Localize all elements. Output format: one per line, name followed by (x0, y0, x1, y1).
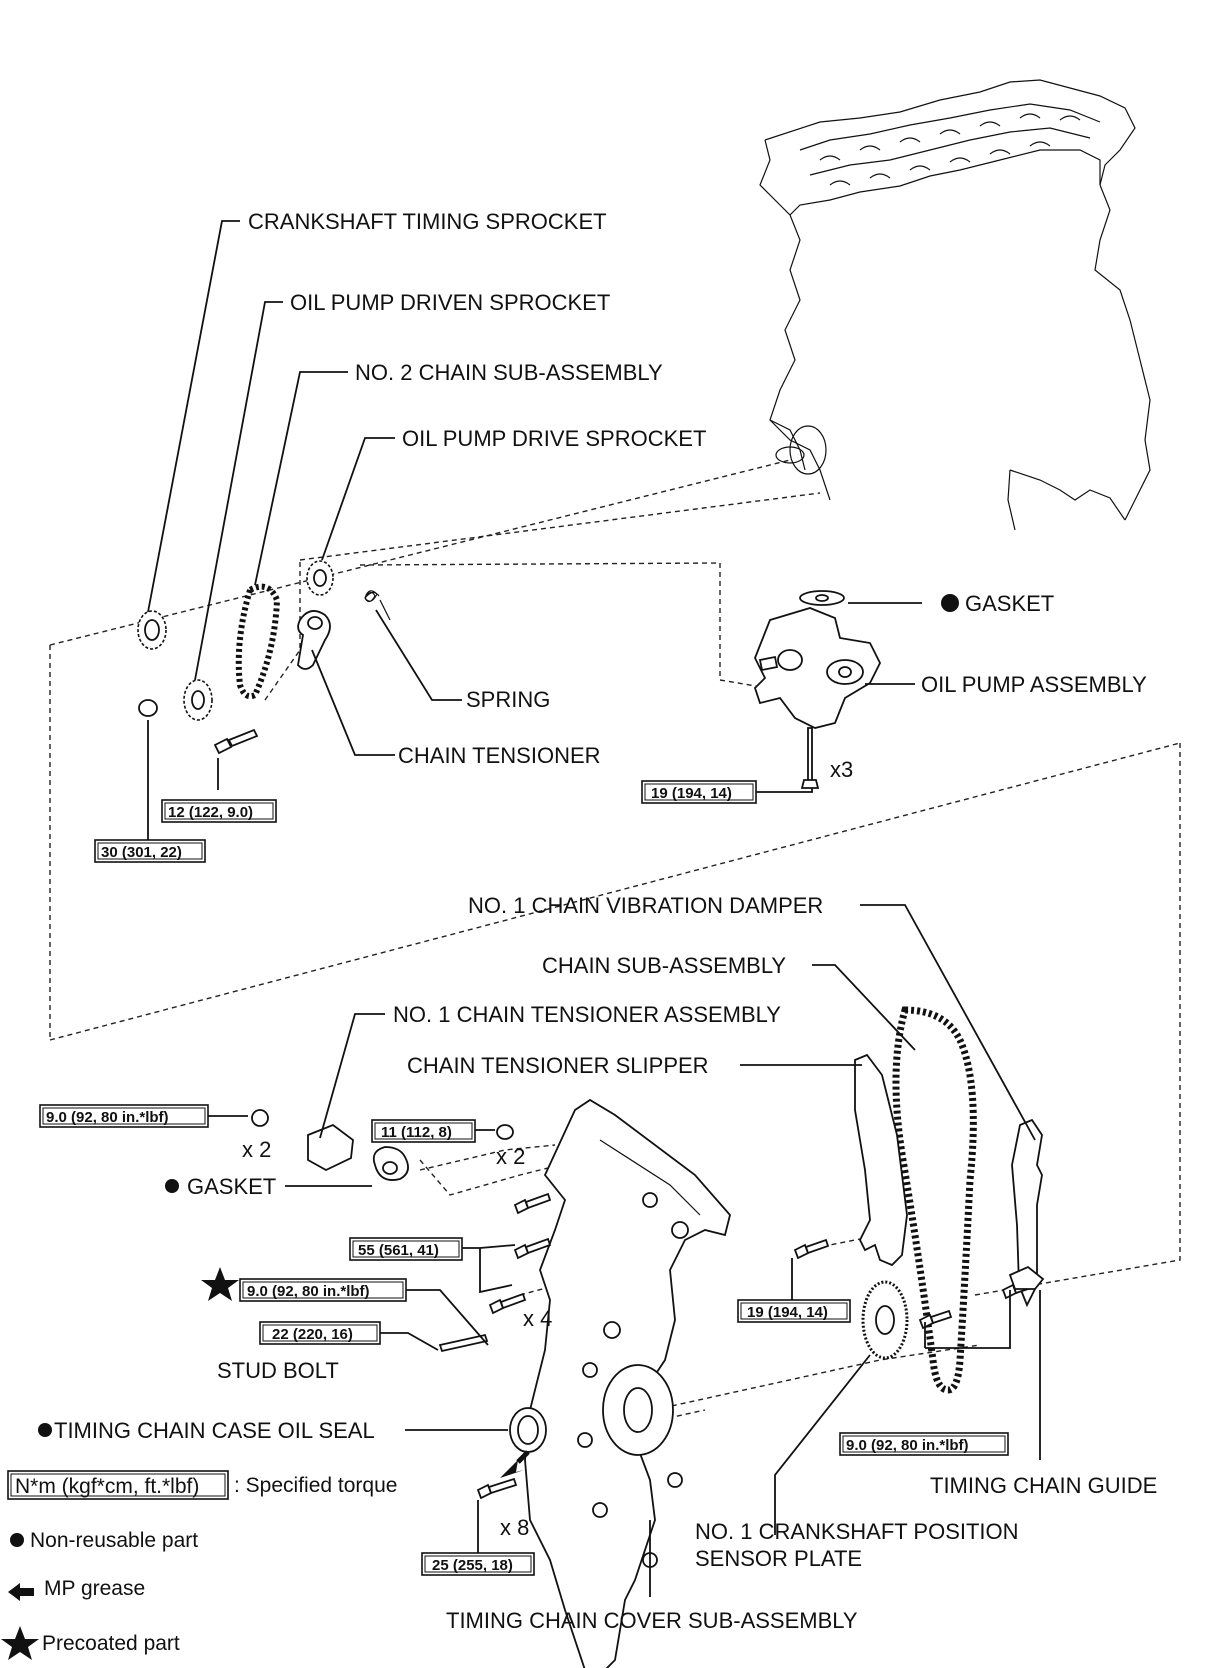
legend-torque-box-text: N*m (kgf*cm, ft.*lbf) (15, 1475, 199, 1498)
nut-11-part (496, 1124, 514, 1140)
legend-precoated-star-icon (1, 1626, 39, 1660)
chain-part (892, 1006, 977, 1394)
label-chain-tensioner: CHAIN TENSIONER (398, 743, 601, 768)
label-x2-left: x 2 (242, 1137, 271, 1162)
label-gasket-top: GASKET (965, 591, 1054, 616)
precoated-star-marker (201, 1267, 239, 1301)
oil-pump-assembly-part (753, 607, 882, 789)
legend-precoated-text: Precoated part (42, 1632, 180, 1655)
torque-22: 22 (220, 16) (272, 1326, 353, 1343)
leader-lines (147, 220, 1041, 1597)
torque-9-star: 9.0 (92, 80 in.*lbf) (247, 1283, 370, 1300)
gasket-mid-part (372, 1146, 409, 1181)
torque-9-guide: 9.0 (92, 80 in.*lbf) (846, 1437, 969, 1454)
label-oil-pump-drive-sprocket: OIL PUMP DRIVE SPROCKET (402, 426, 706, 451)
oil-seal-part (509, 1407, 547, 1453)
label-no2-chain-sub-assembly: NO. 2 CHAIN SUB-ASSEMBLY (355, 360, 663, 385)
label-chain-tensioner-slipper: CHAIN TENSIONER SLIPPER (407, 1053, 709, 1078)
label-crankshaft-position-sensor-plate-line1: NO. 1 CRANKSHAFT POSITION (695, 1519, 1019, 1544)
crankshaft-position-sensor-plate-part (861, 1280, 909, 1360)
torque-19-pump: 19 (194, 14) (651, 785, 732, 802)
torque-11: 11 (112, 8) (381, 1124, 452, 1141)
engine-block-outline (759, 79, 1151, 531)
label-spring: SPRING (466, 687, 550, 712)
non-reusable-dot-icon (38, 1423, 52, 1437)
legend-mp-grease-text: MP grease (44, 1577, 145, 1600)
legend-torque-text: : Specified torque (234, 1474, 397, 1497)
dashed-alignment-lines (49, 459, 1181, 1446)
non-reusable-markers (38, 594, 959, 1437)
label-no1-chain-vibration-damper: NO. 1 CHAIN VIBRATION DAMPER (468, 893, 823, 918)
part-labels: CRANKSHAFT TIMING SPROCKET OIL PUMP DRIV… (54, 209, 1157, 1633)
label-stud-bolt: STUD BOLT (217, 1358, 339, 1383)
label-x3: x3 (830, 757, 853, 782)
label-x8: x 8 (500, 1515, 529, 1540)
tensioner-slipper-part (854, 1053, 908, 1267)
label-no1-chain-tensioner-assembly: NO. 1 CHAIN TENSIONER ASSEMBLY (393, 1002, 781, 1027)
mp-grease-arrow-part (500, 1450, 530, 1478)
timing-chain-guide-part (1008, 1265, 1045, 1290)
label-timing-chain-guide: TIMING CHAIN GUIDE (930, 1473, 1157, 1498)
label-gasket-mid: GASKET (187, 1174, 276, 1199)
torque-12: 12 (122, 9.0) (168, 804, 253, 821)
no2-chain-part (235, 583, 281, 700)
tensioner-assembly-part (251, 1109, 354, 1172)
label-oil-pump-driven-sprocket: OIL PUMP DRIVEN SPROCKET (290, 290, 610, 315)
label-timing-chain-cover-sub-assembly: TIMING CHAIN COVER SUB-ASSEMBLY (446, 1608, 858, 1633)
torque-9-left: 9.0 (92, 80 in.*lbf) (46, 1109, 169, 1126)
spring-part (364, 590, 391, 621)
torque-30: 30 (301, 22) (101, 844, 182, 861)
legend-non-reusable-text: Non-reusable part (30, 1529, 198, 1552)
non-reusable-dot-icon (165, 1179, 179, 1193)
label-x4: x 4 (523, 1306, 552, 1331)
torque-25: 25 (255, 18) (432, 1557, 513, 1574)
torque-55: 55 (561, 41) (358, 1242, 439, 1259)
label-oil-pump-assembly: OIL PUMP ASSEMBLY (921, 672, 1147, 697)
label-crankshaft-position-sensor-plate-line2: SENSOR PLATE (695, 1546, 862, 1571)
gasket-top-part (799, 590, 845, 606)
vibration-damper-part (1011, 1118, 1043, 1308)
legend-mp-grease-arrow-icon (8, 1583, 34, 1601)
chain-tensioner-part (297, 610, 331, 670)
torque-spec-boxes: 12 (122, 9.0) 30 (301, 22) 19 (194, 14) … (39, 780, 1009, 1576)
non-reusable-dot-icon (941, 594, 959, 612)
label-timing-chain-case-oil-seal: TIMING CHAIN CASE OIL SEAL (54, 1418, 375, 1443)
torque-19-slipper: 19 (194, 14) (747, 1304, 828, 1321)
oil-pump-drive-sprocket-part (306, 560, 334, 596)
legend-non-reusable-dot-icon (10, 1533, 24, 1547)
bolt-12-part (213, 728, 259, 755)
oil-pump-driven-sprocket-part (183, 679, 213, 721)
legend: N*m (kgf*cm, ft.*lbf) : Specified torque… (1, 1470, 397, 1660)
nut-30-part (138, 699, 158, 717)
precoated-star-icon (201, 1267, 239, 1301)
label-x2-mid: x 2 (496, 1144, 525, 1169)
timing-chain-cover-part (524, 1098, 731, 1668)
label-chain-sub-assembly: CHAIN SUB-ASSEMBLY (542, 953, 786, 978)
label-crankshaft-timing-sprocket: CRANKSHAFT TIMING SPROCKET (248, 209, 607, 234)
crankshaft-timing-sprocket-part (137, 610, 167, 650)
